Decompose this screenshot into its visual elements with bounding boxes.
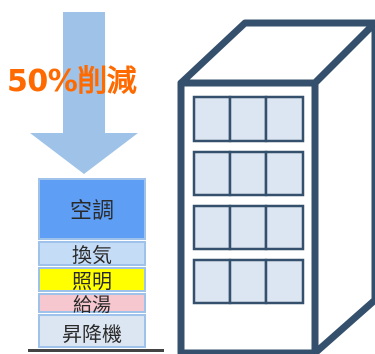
hotwater-block: 給湯 <box>38 293 146 316</box>
window <box>228 204 268 251</box>
ventilation-block: 換気 <box>38 241 146 267</box>
window-grid <box>192 95 305 305</box>
window <box>192 95 232 143</box>
window <box>192 204 232 251</box>
lighting-label: 照明 <box>72 269 112 293</box>
elevator-block: 昇降機 <box>38 314 146 348</box>
reduction-label: 50%削減 <box>7 64 137 99</box>
ventilation-label: 換気 <box>72 243 112 267</box>
elevator-label: 昇降機 <box>62 322 122 346</box>
hvac-block: 空調 <box>38 178 146 240</box>
window <box>264 150 305 197</box>
hotwater-label: 給湯 <box>72 293 111 316</box>
window <box>228 150 268 197</box>
window <box>192 150 232 197</box>
building-side <box>311 19 375 354</box>
window <box>228 95 268 143</box>
window <box>264 258 305 305</box>
window <box>264 204 305 251</box>
energy-stack: 空調 換気 照明 給湯 昇降機 <box>38 178 146 350</box>
hvac-label: 空調 <box>69 199 114 224</box>
window <box>228 258 268 305</box>
ground-line <box>28 349 164 352</box>
window <box>264 95 305 143</box>
lighting-block: 照明 <box>38 267 146 293</box>
window <box>192 258 232 305</box>
down-arrow-icon <box>30 12 138 174</box>
